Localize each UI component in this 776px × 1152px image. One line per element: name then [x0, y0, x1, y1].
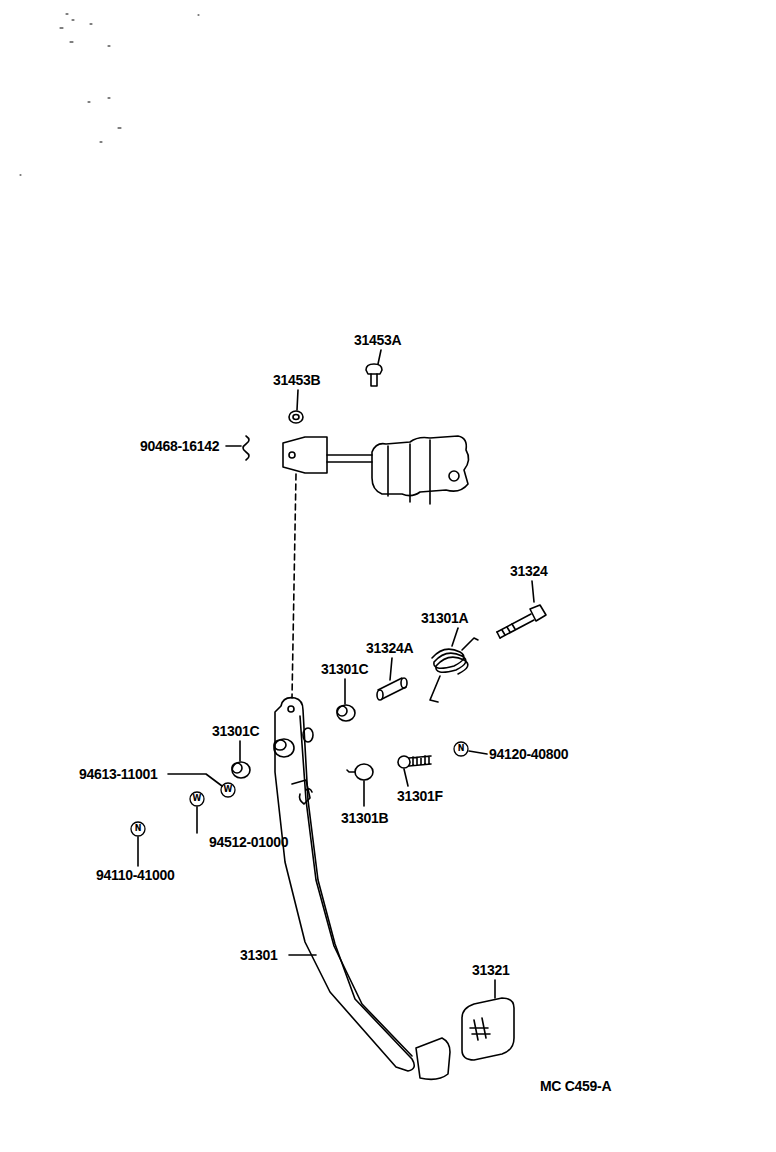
bushing [289, 411, 303, 423]
callout-number: 31301B [341, 810, 388, 826]
bushing [337, 705, 355, 721]
callout-number: 94110-41000 [96, 867, 174, 883]
stopper-bolt [398, 756, 431, 768]
symbol-letter: W [224, 786, 233, 794]
callout-number: 94613-11001 [79, 766, 157, 782]
pushrod-assembly [283, 436, 469, 504]
callout-number: 31301C [321, 661, 368, 677]
return-spring [430, 638, 478, 702]
callout-number: 90468-16142 [140, 438, 219, 454]
callout-number: 31301A [421, 610, 468, 626]
callout-number: 31321 [472, 962, 509, 978]
callout-number: MC C459-A [540, 1078, 611, 1094]
symbol-letter: N [135, 825, 142, 833]
pedal-pad [462, 998, 514, 1060]
symbol-letter: W [193, 795, 202, 803]
symbol-circle [131, 742, 468, 836]
pivot-bolt [497, 605, 546, 638]
clutch-pedal-arm [274, 698, 450, 1080]
clip [243, 436, 249, 460]
bolt [366, 364, 382, 386]
callout-number: 31324A [366, 640, 413, 656]
callout-number: 31301F [397, 788, 443, 804]
callout-number: 31453B [273, 372, 320, 388]
stopper [347, 764, 373, 780]
scan-noise [20, 14, 199, 175]
callout-number: 31453A [354, 332, 401, 348]
collar [377, 678, 407, 700]
callout-number: 94120-40800 [489, 746, 568, 762]
bushing [232, 762, 250, 778]
callout-number: 31301 [240, 947, 277, 963]
callout-number: 94512-01000 [209, 834, 288, 850]
callout-number: 31301C [212, 723, 259, 739]
callout-number: 31324 [510, 563, 547, 579]
symbol-letter: N [458, 745, 465, 753]
